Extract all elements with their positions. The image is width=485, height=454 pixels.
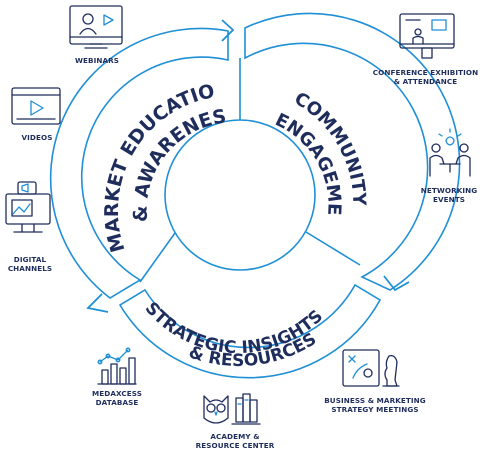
- label-videos: VIDEOS: [21, 133, 53, 142]
- label-medaxcess: MEDAXCESS DATABASE: [92, 389, 142, 407]
- segment-market-band: [49, 27, 229, 299]
- webinar-screen-icon: [69, 5, 123, 49]
- video-play-icon: [11, 87, 61, 125]
- label-webinars: WEBINARS: [74, 56, 120, 65]
- label-digital-channels: DIGITAL CHANNELS: [7, 255, 53, 273]
- label-conference: CONFERENCE EXHIBITION & ATTENDANCE: [372, 68, 479, 86]
- label-networking: NETWORKING EVENTS: [420, 186, 478, 204]
- arrowhead-top: [221, 19, 235, 42]
- segment-community-band: [244, 12, 461, 291]
- arrowhead-right: [383, 275, 410, 292]
- bar-chart-trend-icon: [97, 347, 137, 385]
- ring: [49, 12, 461, 379]
- owl-books-icon: [203, 393, 261, 425]
- segment-strategic-band: [118, 283, 382, 379]
- label-academy: ACADEMY & RESOURCE CENTER: [195, 432, 275, 450]
- ring-inner-circle: [164, 119, 316, 271]
- monitor-megaphone-icon: [5, 181, 51, 233]
- strategy-board-icon: [342, 349, 400, 387]
- networking-people-icon: [429, 128, 471, 177]
- arrowhead-left: [86, 293, 109, 313]
- label-business-marketing: BUSINESS & MARKETING STRATEGY MEETINGS: [324, 396, 426, 414]
- conference-stage-icon: [399, 13, 455, 59]
